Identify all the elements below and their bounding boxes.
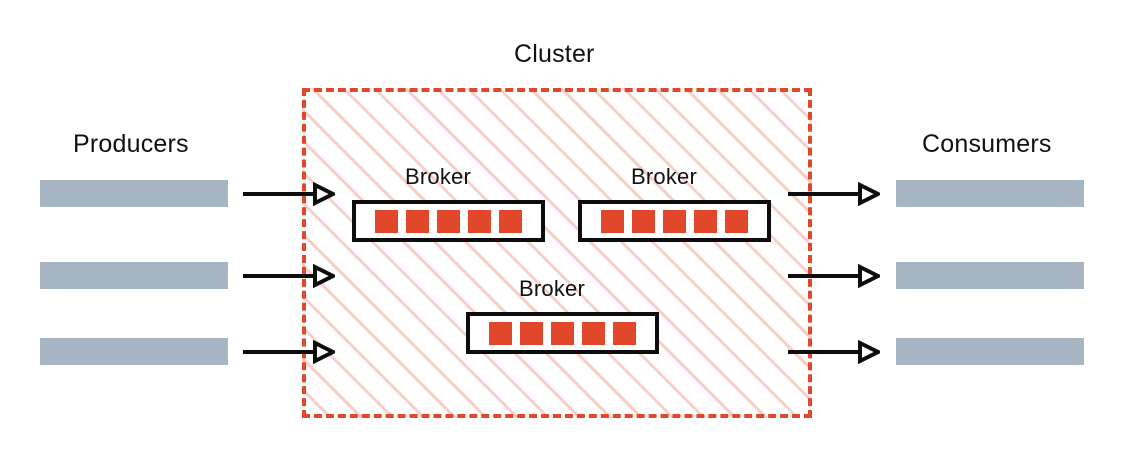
partition-cell[interactable] <box>437 209 460 233</box>
producer-arrow-icon <box>243 340 335 364</box>
broker-partition-container <box>352 200 545 242</box>
partition-cell[interactable] <box>694 209 717 233</box>
broker-partition-container <box>466 312 659 354</box>
broker-partition-container <box>578 200 771 242</box>
partition-cell[interactable] <box>489 321 512 345</box>
consumer-bar[interactable] <box>896 262 1084 289</box>
consumer-arrow-icon <box>788 340 880 364</box>
broker-label: Broker <box>519 276 585 301</box>
producer-arrow-icon <box>243 264 335 288</box>
producers-title: Producers <box>73 130 189 158</box>
producer-arrow-icon <box>243 182 335 206</box>
partition-cell[interactable] <box>601 209 624 233</box>
consumer-bar[interactable] <box>896 338 1084 365</box>
partition-cell[interactable] <box>375 209 398 233</box>
consumer-arrow-icon <box>788 182 880 206</box>
cluster-dashed-border <box>302 88 812 418</box>
partition-cell[interactable] <box>468 209 491 233</box>
producer-bar[interactable] <box>40 180 228 207</box>
broker-label: Broker <box>631 164 697 189</box>
producer-bar[interactable] <box>40 338 228 365</box>
cluster-hatch-fill <box>302 88 812 418</box>
partition-cell[interactable] <box>551 321 574 345</box>
cluster-title: Cluster <box>514 40 595 68</box>
consumers-title: Consumers <box>922 130 1052 158</box>
broker-label: Broker <box>405 164 471 189</box>
partition-cell[interactable] <box>582 321 605 345</box>
partition-cell[interactable] <box>499 209 522 233</box>
consumer-bar[interactable] <box>896 180 1084 207</box>
partition-cell[interactable] <box>663 209 686 233</box>
consumer-arrow-icon <box>788 264 880 288</box>
partition-cell[interactable] <box>520 321 543 345</box>
partition-cell[interactable] <box>725 209 748 233</box>
partition-cell[interactable] <box>406 209 429 233</box>
cluster-boundary <box>302 88 812 418</box>
producer-bar[interactable] <box>40 262 228 289</box>
partition-cell[interactable] <box>632 209 655 233</box>
partition-cell[interactable] <box>613 321 636 345</box>
